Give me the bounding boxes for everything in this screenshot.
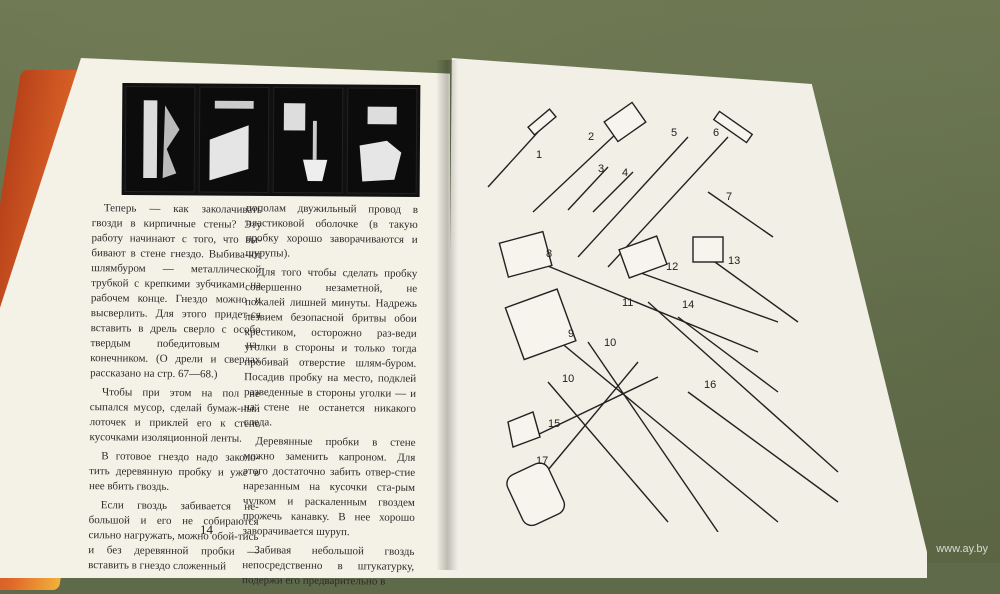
tool-label: 17 [536, 455, 548, 467]
paragraph: Теперь — как заколачивать гвозди в кирпи… [90, 202, 262, 381]
photo-watering-can [346, 87, 418, 195]
hammer-12-handle [637, 271, 779, 323]
tool-label: 10 [604, 337, 616, 349]
photo-wall-plug [198, 86, 270, 193]
hammer-10a-handle [587, 341, 719, 532]
tool-label: 11 [622, 297, 633, 309]
hammer-3-handle [567, 166, 609, 211]
hammer-1-head [527, 108, 557, 136]
hammer-15-head [507, 411, 541, 448]
tool-label: 16 [704, 379, 716, 391]
paragraph: Для того чтобы сделать пробку совершенно… [243, 266, 418, 429]
paragraph: Чтобы при этом на пол не сыпался мусор, … [89, 386, 261, 445]
hammer-13-head [692, 236, 724, 263]
hammer-14-handle [677, 316, 779, 393]
tool-label: 13 [728, 255, 740, 267]
tool-label: 7 [726, 191, 732, 203]
paragraph: Забивая небольшой гвоздь непосредственно… [242, 544, 415, 588]
hammer-7-handle [707, 191, 774, 238]
tool-label: 4 [622, 167, 628, 179]
tool-label: 15 [548, 418, 560, 430]
hammer-4-handle [592, 171, 634, 213]
paragraph: В готовое гнездо надо заколо-тить деревя… [88, 450, 260, 493]
hammer-17-head [506, 462, 566, 527]
paragraph: Если гвоздь забивается не-большой и его … [88, 499, 259, 573]
hammer-2-handle [532, 131, 619, 213]
hammers-illustration: 1 2 3 4 5 6 7 8 9 10 10 11 12 13 14 15 1… [487, 101, 839, 532]
photo-drill-bit [124, 85, 196, 193]
tool-label: 6 [713, 127, 719, 139]
left-text-column-1: Теперь — как заколачивать гвозди в кирпи… [88, 201, 262, 579]
hammer-9-handle [547, 331, 779, 523]
tool-label: 10 [562, 373, 574, 385]
paragraph: пополам двужильный провод в пластиковой … [245, 202, 419, 260]
hammer-1-handle [487, 131, 539, 188]
tool-label: 14 [682, 299, 694, 311]
hammer-15-handle [532, 376, 659, 438]
tool-label: 9 [568, 328, 574, 340]
hammer-6-handle [607, 136, 729, 268]
hammer-16-handle [687, 391, 839, 503]
hammer-11-handle [647, 301, 839, 473]
tool-label: 5 [671, 127, 677, 139]
tool-label: 3 [598, 163, 604, 175]
page-number: 14 [200, 522, 213, 537]
hammer-12-head [618, 235, 668, 279]
tool-label: 12 [666, 261, 678, 273]
left-text-column-2: пополам двужильный провод в пластиковой … [242, 201, 418, 594]
hammer-9-head [504, 288, 577, 361]
paragraph: Деревянные пробки в стене можно заменить… [242, 435, 416, 539]
hammer-6-head [712, 110, 754, 144]
tool-label: 1 [536, 149, 542, 161]
hammer-17-handle [537, 361, 639, 483]
hammer-8-handle [537, 261, 759, 353]
watermark: www.ay.by [936, 543, 988, 555]
tool-label: 8 [546, 248, 552, 260]
book-gutter [436, 60, 458, 570]
photo-trowel [272, 87, 344, 194]
photo-strip [121, 82, 421, 198]
hammer-8-head [498, 230, 553, 278]
hammer-10b-handle [547, 381, 669, 523]
hammer-5-handle [577, 136, 689, 258]
hammer-2-head [603, 101, 647, 143]
hammer-13-handle [707, 256, 799, 323]
tool-label: 2 [588, 131, 594, 143]
